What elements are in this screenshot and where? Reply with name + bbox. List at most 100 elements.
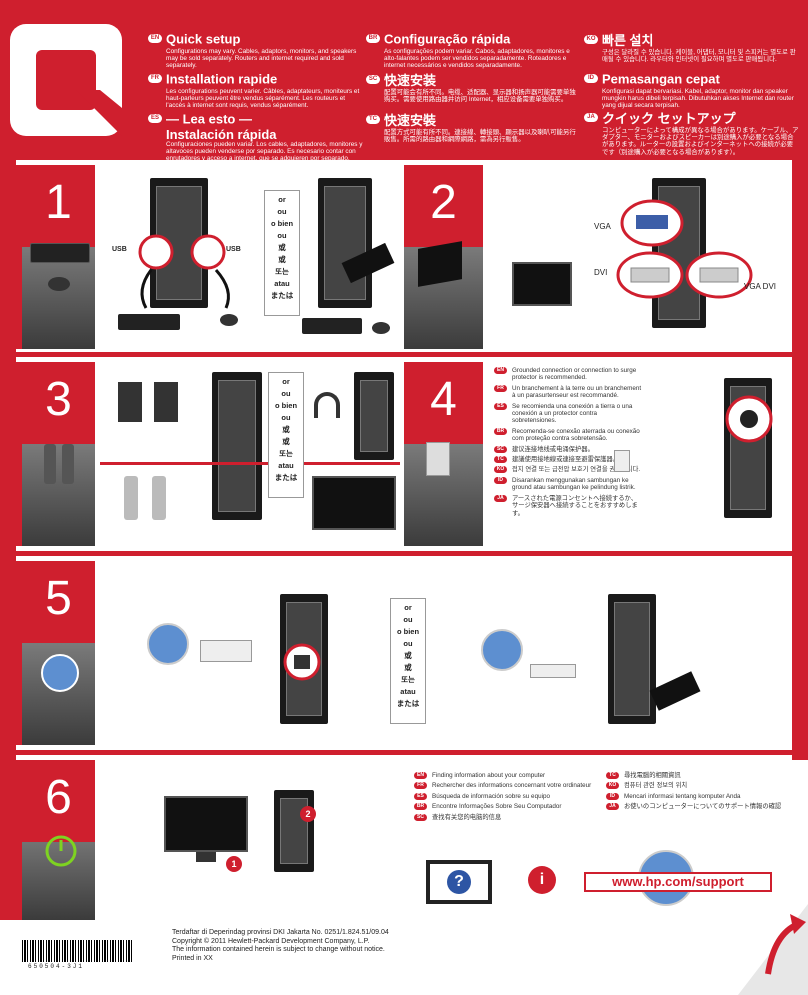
vga-dvi-label: VGA DVI <box>744 282 777 291</box>
info-text: Búsqueda de información sobre su equipo <box>432 792 550 800</box>
footer-line: Copyright © 2011 Hewlett-Packard Develop… <box>172 937 370 945</box>
callout-1: 1 <box>226 856 242 872</box>
lang-badge: SC <box>494 445 507 453</box>
speaker <box>154 382 178 422</box>
ethernet-port-circle <box>283 643 321 681</box>
step-5-panel: 5 <box>16 561 95 745</box>
lang-text: As configurações podem variar. Cabos, ad… <box>384 48 570 70</box>
speaker <box>118 382 142 422</box>
lang-badge: ES <box>494 402 507 410</box>
step-2-panel: 2 <box>404 165 483 349</box>
lang-badge: FR <box>148 74 162 84</box>
speaker <box>152 476 166 520</box>
info-text: 查找有关您的电脑的信息 <box>432 813 502 821</box>
or-word: または <box>396 699 420 708</box>
or-word: atau <box>278 461 294 470</box>
info-row: ES Búsqueda de información sobre su equip… <box>414 792 604 800</box>
lang-badge: BR <box>494 427 507 435</box>
or-word: or <box>278 195 286 204</box>
usb-circles <box>138 234 230 309</box>
lang-badge: BR <box>366 34 380 44</box>
speaker-icon <box>62 444 74 484</box>
usb-label: USB <box>112 246 127 253</box>
step-6-panel: 6 <box>16 760 95 920</box>
lang-text: 配置方式可能有所不同。連接線、轉接頭、顯示器以及喇叭可能另行販售。所需的路由器和… <box>384 129 576 144</box>
info-text: Encontre Informações Sobre Seu Computado… <box>432 803 562 811</box>
monitor <box>164 796 248 852</box>
or-word: 或 <box>282 425 290 434</box>
info-text: Rechercher des informations concernant v… <box>432 782 592 790</box>
keyboard-icon <box>118 314 180 330</box>
lang-badge: ES <box>148 114 162 124</box>
lang-sc-block: SC 快速安装 配置可能会有所不同。电缆、适配器、显示器和扬声器可能需要单独购买。… <box>366 70 581 103</box>
or-word: または <box>274 473 298 482</box>
lang-text: コンピューターによって構成が異なる場合があります。ケーブル、アダプター、モニター… <box>602 127 799 156</box>
keyboard-icon <box>30 243 90 263</box>
wireless-adapter-icon <box>649 671 701 711</box>
globe-icon <box>481 629 523 671</box>
lang-text: Les configurations peuvent varier. Câble… <box>166 88 360 110</box>
or-word: ou <box>403 639 413 648</box>
footer-line: Printed in XX <box>172 954 213 962</box>
or-word: ou <box>277 207 287 216</box>
question-icon: ? <box>447 870 471 894</box>
lang-title: — Lea esto — <box>166 111 252 127</box>
step-number: 1 <box>45 176 72 229</box>
or-word: ou <box>281 413 291 422</box>
lang-badge: JA <box>494 494 507 502</box>
callout-2: 2 <box>300 806 316 822</box>
barcode-number: 650504-3J1 <box>28 963 85 970</box>
lang-title: 快速安装 <box>384 73 437 88</box>
page-curl-arrow <box>738 904 808 995</box>
lang-text: 配置可能会有所不同。电缆、适配器、显示器和扬声器可能需要单独购买。需要使用路由器… <box>384 89 576 104</box>
lang-badge: TC <box>494 456 507 464</box>
lang-badge: ES <box>414 792 427 800</box>
info-text: Grounded connection or connection to sur… <box>512 367 637 382</box>
info-text: Finding information about your computer <box>432 772 546 779</box>
lang-title: 快速安裝 <box>384 113 437 128</box>
lang-badge: SC <box>366 75 380 84</box>
wall-outlet <box>614 450 630 472</box>
info-row: EN Grounded connection or connection to s… <box>494 367 642 382</box>
desktop-tower <box>274 790 314 872</box>
desktop-tower <box>318 178 372 308</box>
dvi-label: DVI <box>594 268 608 277</box>
vga-port-circle <box>620 199 684 247</box>
speaker-icon <box>44 444 56 484</box>
lang-badge: BR <box>414 803 427 811</box>
lang-text: 구성은 달라질 수 있습니다. 케이블, 어댑터, 모니터 및 스피커는 별도로… <box>602 49 796 64</box>
compaq-logo <box>10 24 122 136</box>
or-word: or <box>404 603 412 612</box>
lang-badge: EN <box>494 367 507 374</box>
info-text: 컴퓨터 관련 정보의 위치 <box>624 782 688 790</box>
modem <box>200 640 252 662</box>
support-link[interactable]: www.hp.com/support <box>584 872 772 892</box>
monitor <box>512 262 572 306</box>
lang-badge: JA <box>584 113 598 122</box>
footer-line: Terdaftar di Deperindag provinsi DKI Jak… <box>172 929 389 936</box>
lang-badge: KO <box>494 466 507 474</box>
step-number: 4 <box>430 373 457 426</box>
lang-text: Configuraciones pueden variar. Los cable… <box>166 141 363 163</box>
power-port-circle <box>725 395 773 443</box>
or-word: atau <box>274 279 290 288</box>
step-4-panel: 4 <box>404 362 483 546</box>
left-red-rail <box>0 160 16 920</box>
mouse-icon <box>372 322 390 334</box>
barcode <box>22 940 134 962</box>
